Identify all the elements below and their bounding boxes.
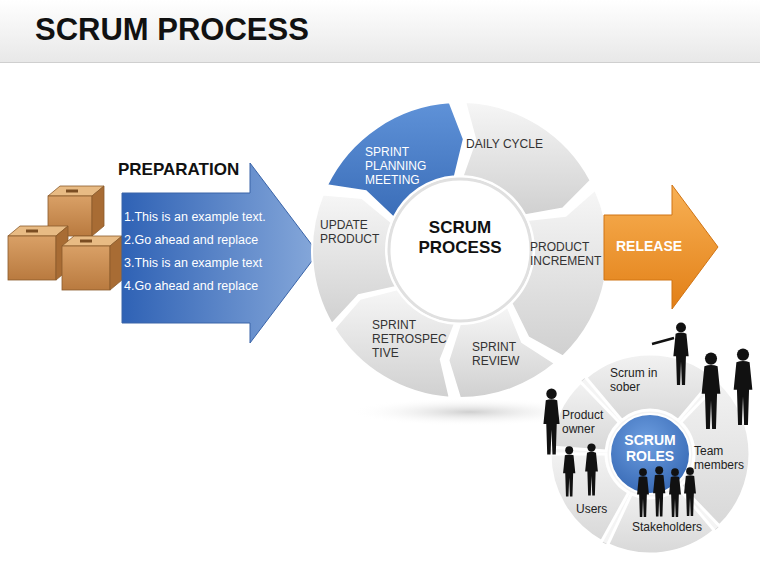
title-rule xyxy=(0,62,760,63)
page-title: SCRUM PROCESS xyxy=(35,12,309,48)
node-label: DAILY CYCLE xyxy=(466,137,566,151)
node-label: Scrum in sober xyxy=(610,366,670,394)
arrow-shape xyxy=(122,163,318,343)
node-label: Team members xyxy=(694,444,746,472)
node-outline xyxy=(100,158,322,348)
ring-segment xyxy=(334,289,454,397)
node-body-text: 4.Go ahead and replace xyxy=(124,279,290,293)
node-label: RELEASE xyxy=(616,238,706,254)
ring-segment xyxy=(463,102,591,215)
title-bar xyxy=(0,0,760,62)
ring-center xyxy=(389,179,531,321)
ring-segment xyxy=(511,190,608,357)
boxes-illustration xyxy=(8,186,122,290)
node-label: Product owner xyxy=(562,408,610,436)
node-label: SCRUM ROLES xyxy=(610,432,690,464)
node-body-text: 3.This is an example text xyxy=(124,256,290,270)
node-label: UPDATE PRODUCT xyxy=(320,218,380,246)
role-segment xyxy=(550,382,619,451)
node-label: SPRINT RETROSPECTIVE xyxy=(372,318,452,360)
node-label: SCRUM PROCESS xyxy=(400,218,520,258)
ring-segment xyxy=(312,195,396,324)
ring-segment xyxy=(448,307,555,398)
wheel-outline xyxy=(550,354,750,554)
node-label: SPRINT REVIEW xyxy=(472,340,532,368)
node-label: PRODUCT INCREMENT xyxy=(530,240,604,268)
process-ring: SCRUM PROCESS SPRINT PLANNING MEETING DAIL… xyxy=(310,100,610,400)
node-label: Stakeholders xyxy=(632,520,712,534)
node-label: Users xyxy=(576,502,616,516)
preparation-arrow: PREPARATION 1.This is an example text. 2.G… xyxy=(100,158,322,348)
silhouette-group xyxy=(543,322,752,517)
node-label: PREPARATION xyxy=(118,160,268,180)
node-body-text: 1.This is an example text. xyxy=(124,210,290,224)
node-body-text: 2.Go ahead and replace xyxy=(124,233,290,247)
roles-wheel: SCRUM ROLES Scrum in soberTeam membersSta… xyxy=(548,352,752,556)
node-label: SPRINT PLANNING MEETING xyxy=(365,145,437,187)
release-arrow: RELEASE xyxy=(604,182,722,314)
arrow-shape xyxy=(604,185,718,309)
